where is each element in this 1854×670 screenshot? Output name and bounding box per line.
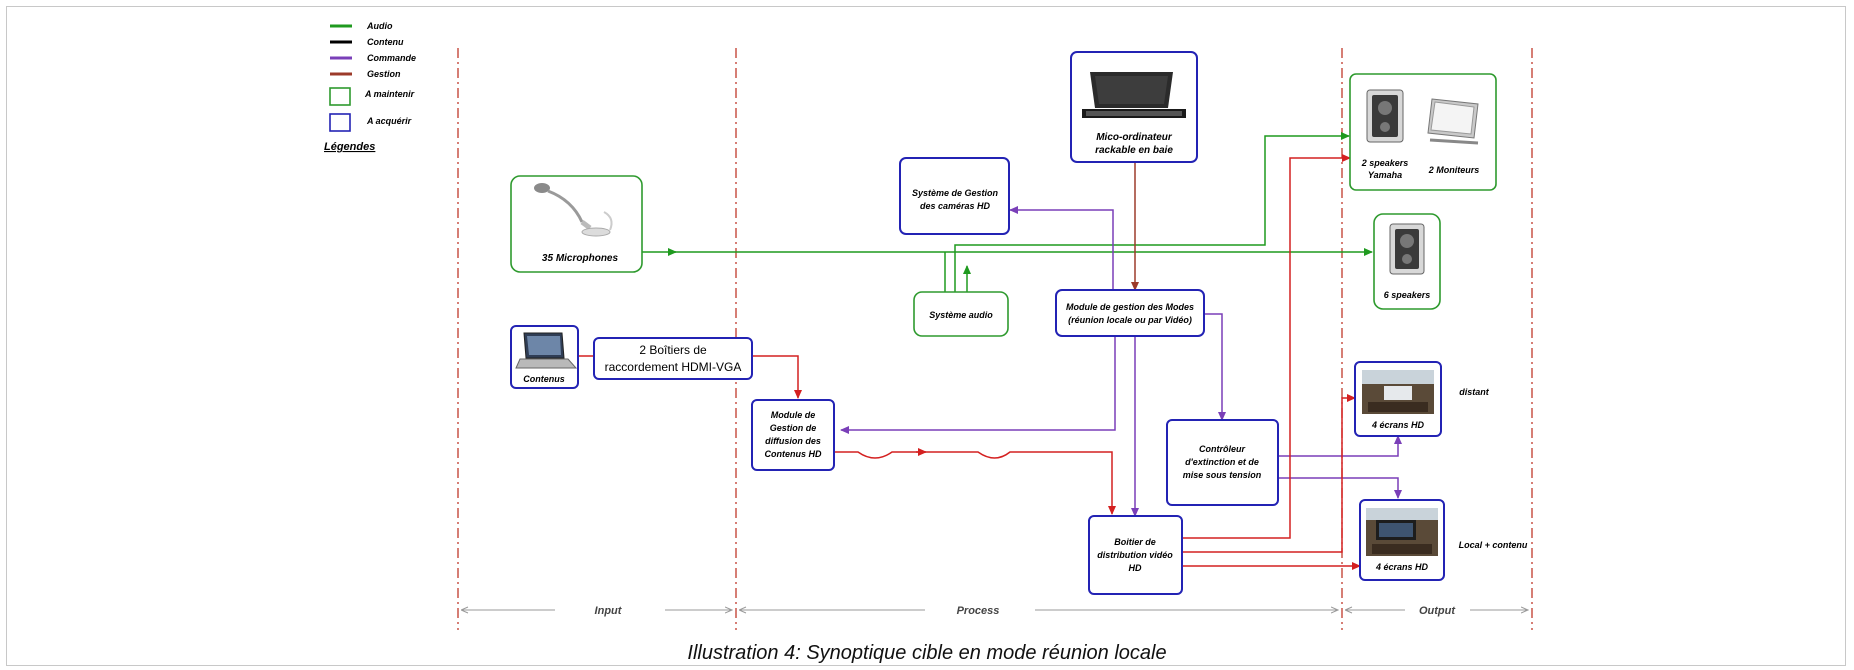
node-controleur-line3: mise sous tension — [1183, 470, 1262, 480]
node-ecrans-distant: 4 écrans HD — [1354, 361, 1442, 437]
zone-label-process: Process — [957, 605, 1000, 617]
node-modes-line1: Module de gestion des Modes — [1066, 302, 1194, 312]
figure-caption: Illustration 4: Synoptique cible en mode… — [687, 642, 1166, 664]
node-speakers2-line2: Yamaha — [1368, 170, 1402, 180]
content-line-diffusion-to-distribution — [834, 451, 1116, 515]
speaker-icon — [1366, 89, 1404, 143]
legend-box-acquerir — [329, 113, 351, 132]
legend-label-maintenir: A maintenir — [364, 89, 415, 99]
label-local-contenu: Local + contenu — [1459, 540, 1528, 550]
node-modes-line2: (réunion locale ou par Vidéo) — [1068, 315, 1192, 325]
legend-label-contenu: Contenu — [367, 37, 404, 47]
node-ecrans-distant-label: 4 écrans HD — [1371, 420, 1425, 430]
node-controleur-line2: d'extinction et de — [1185, 457, 1259, 467]
node-cameras: Système de Gestion des caméras HD — [899, 157, 1010, 235]
node-micro-ordinateur: Mico-ordinateur rackable en baie — [1070, 51, 1198, 163]
node-systeme-audio-label: Système audio — [929, 310, 993, 320]
node-moniteurs-label: 2 Moniteurs — [1428, 165, 1480, 175]
rack-console-icon — [1082, 72, 1186, 118]
command-line-controleur-to-ecrans-distant — [1278, 435, 1402, 457]
legend-heading: Légendes — [324, 141, 375, 153]
audio-line-systeme-to-speakers2 — [954, 132, 1350, 292]
node-controleur-line1: Contrôleur — [1199, 444, 1245, 454]
zone-label-output: Output — [1419, 605, 1456, 617]
node-distribution: Boitier de distribution vidéo HD — [1088, 515, 1183, 595]
legend-box-maintenir — [329, 87, 351, 106]
node-microphones: 35 Microphones — [510, 175, 643, 273]
zone-label-input: Input — [595, 605, 623, 617]
node-contenus: Contenus — [510, 325, 579, 389]
node-boitiers-line1: 2 Boîtiers de — [639, 343, 707, 357]
node-microphones-label: 35 Microphones — [542, 253, 619, 264]
screen-image-icon — [1362, 370, 1434, 414]
node-cameras-line1: Système de Gestion — [912, 188, 999, 198]
label-distant: distant — [1459, 387, 1490, 397]
node-systeme-audio: Système audio — [913, 291, 1009, 337]
legend: Audio Contenu Commande Gestion A mainten… — [324, 21, 416, 153]
node-controleur: Contrôleur d'extinction et de mise sous … — [1166, 419, 1279, 506]
node-speakers6-label: 6 speakers — [1384, 290, 1431, 300]
node-micro-ordinateur-line2: rackable en baie — [1095, 145, 1173, 156]
command-line-controleur-to-ecrans-local — [1278, 477, 1402, 499]
node-distribution-line2: distribution vidéo — [1097, 550, 1173, 560]
command-line-modes-to-controleur — [1204, 313, 1226, 421]
monitor-icon — [1427, 98, 1479, 145]
content-line-boitiers-to-diffusion — [752, 355, 802, 399]
command-line-modes-to-cameras — [1009, 206, 1114, 290]
node-ecrans-local: 4 écrans HD — [1359, 499, 1445, 581]
node-distribution-line1: Boitier de — [1114, 537, 1156, 547]
node-boitiers-line2: raccordement HDMI-VGA — [605, 360, 742, 374]
legend-label-audio: Audio — [366, 21, 393, 31]
node-modes: Module de gestion des Modes (réunion loc… — [1055, 289, 1205, 337]
node-boitiers: 2 Boîtiers de raccordement HDMI-VGA — [593, 337, 753, 380]
zone-labels: Input Process Output — [462, 605, 1528, 617]
laptop-icon — [515, 332, 578, 369]
screen-image-icon — [1366, 508, 1438, 556]
command-line-modes-to-diffusion — [840, 336, 1116, 434]
node-speakers2-line1: 2 speakers — [1361, 158, 1409, 168]
legend-label-commande: Commande — [367, 53, 416, 63]
node-diffusion: Module de Gestion de diffusion des Conte… — [751, 399, 835, 471]
node-diffusion-line3: diffusion des — [765, 436, 821, 446]
figure-frame — [6, 6, 1846, 666]
node-contenus-label: Contenus — [523, 374, 565, 384]
legend-label-acquerir: A acquérir — [366, 116, 412, 126]
node-distribution-line3: HD — [1129, 563, 1142, 573]
node-diffusion-line4: Contenus HD — [765, 449, 822, 459]
content-line-distribution-to-speakers2 — [1182, 154, 1351, 539]
node-ecrans-local-label: 4 écrans HD — [1375, 562, 1429, 572]
node-cameras-line2: des caméras HD — [920, 201, 991, 211]
connectors — [578, 132, 1402, 570]
node-diffusion-line1: Module de — [771, 410, 816, 420]
legend-label-gestion: Gestion — [367, 69, 401, 79]
content-line-distribution-to-ecrans-distant — [1182, 394, 1356, 553]
node-micro-ordinateur-line1: Mico-ordinateur — [1096, 132, 1173, 143]
speaker-icon — [1389, 223, 1425, 275]
node-diffusion-line2: Gestion de — [770, 423, 817, 433]
node-speakers-moniteurs: 2 speakers Yamaha 2 Moniteurs — [1349, 73, 1497, 191]
microphone-icon — [534, 183, 613, 237]
node-speakers6: 6 speakers — [1373, 213, 1441, 310]
